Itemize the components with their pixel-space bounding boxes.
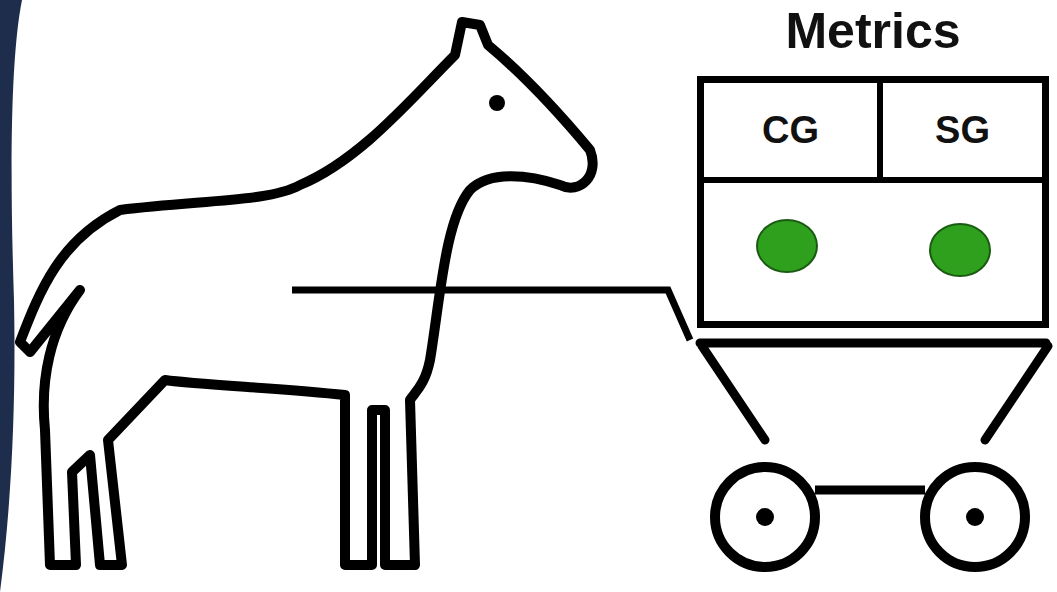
cell-label: CG [762, 109, 819, 152]
side-band [0, 0, 22, 592]
table-cell: SG [883, 83, 1042, 183]
metrics-table: MetricsCG SG [697, 0, 1049, 328]
table-cell: CG [704, 83, 883, 183]
table-frame [697, 76, 1049, 328]
cart-wheel [715, 467, 815, 567]
status-dot [757, 220, 817, 272]
status-dot [930, 224, 990, 276]
table-heading: Metrics [697, 0, 1049, 62]
cart-wheel [925, 467, 1025, 567]
cart-basket [700, 343, 1048, 440]
wheel-hub [966, 508, 984, 526]
horse-eye [489, 95, 505, 111]
harness-line [292, 290, 690, 340]
cell-label: SG [935, 109, 990, 152]
wheel-hub [756, 508, 774, 526]
cart-axle [815, 486, 925, 495]
